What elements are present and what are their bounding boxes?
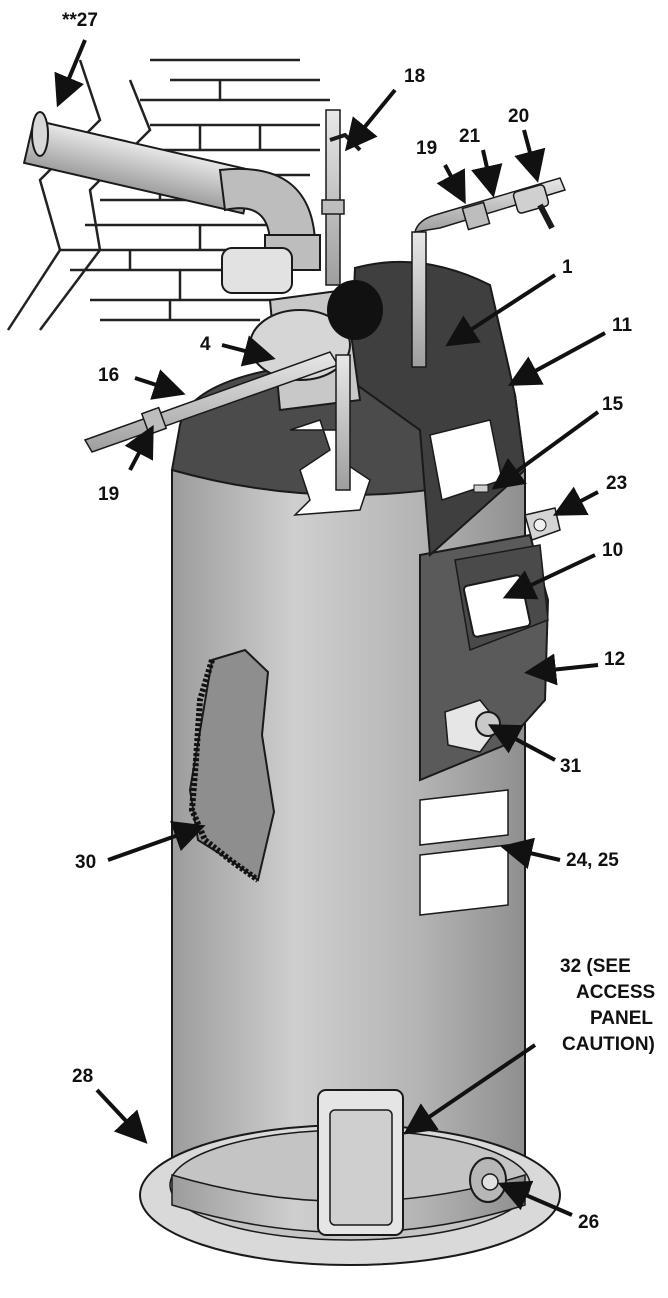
access-panel-cover <box>317 1089 404 1236</box>
drain-valve <box>469 1157 507 1203</box>
callout-labels: **27 18 20 19 21 1 11 4 16 15 19 23 10 1… <box>62 10 655 1233</box>
callout-28: 28 <box>72 1066 93 1087</box>
callout-15: 15 <box>602 394 624 415</box>
callout-16: 16 <box>98 365 119 386</box>
water-pipe <box>411 177 567 368</box>
insulation-cutaway <box>188 648 276 883</box>
callout-32-line4: CAUTION) <box>562 1034 655 1055</box>
rating-labels <box>419 789 509 916</box>
callout-32-line1: 32 (SEE <box>560 956 631 977</box>
callout-32-line2: ACCESS <box>576 982 655 1003</box>
callout-30: 30 <box>75 852 96 873</box>
callout-23: 23 <box>606 473 627 494</box>
vent-pipe <box>22 111 321 294</box>
callout-27: **27 <box>62 10 98 31</box>
callout-19-left: 19 <box>98 484 119 505</box>
status-led <box>473 484 489 493</box>
igniter-fitting <box>475 711 501 737</box>
relief-valve <box>524 507 561 541</box>
callout-20: 20 <box>508 106 529 127</box>
control-display <box>462 574 532 638</box>
control-housing <box>419 533 550 782</box>
callout-18: 18 <box>404 66 425 87</box>
callout-21: 21 <box>459 126 481 147</box>
callout-26: 26 <box>578 1212 599 1233</box>
leader-arrows <box>54 39 606 1217</box>
callout-31: 31 <box>560 756 582 777</box>
callout-11: 11 <box>612 315 633 336</box>
callout-19-top: 19 <box>416 138 437 159</box>
callout-10: 10 <box>602 540 623 561</box>
callout-12: 12 <box>604 649 625 670</box>
callout-32-line3: PANEL <box>590 1008 653 1029</box>
callout-4: 4 <box>200 334 211 355</box>
callout-1: 1 <box>562 257 573 278</box>
callout-24-25: 24, 25 <box>566 850 619 871</box>
